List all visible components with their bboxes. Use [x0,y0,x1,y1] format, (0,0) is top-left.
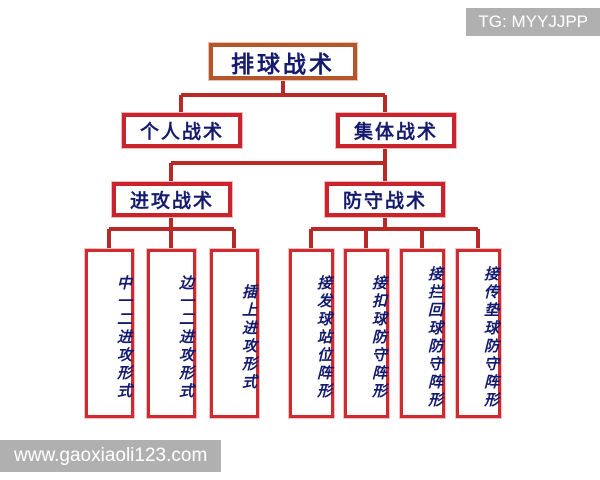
watermark-bottom-left: www.gaoxiaoli123.com [0,440,222,472]
node-attack-tactics[interactable]: 进攻战术 [112,182,232,217]
leaf-side-one-two-attack-label: 边一二进攻形式 [177,274,193,401]
leaf-side-one-two-attack[interactable]: 边一二进攻形式 [147,249,196,418]
node-team-tactics-label: 集体战术 [353,122,438,143]
node-team-tactics[interactable]: 集体战术 [336,113,456,148]
node-root[interactable]: 排球战术 [209,43,357,80]
leaf-set-dig-defense-formation-label: 接传垫球防守阵形 [482,265,498,410]
node-defense-tactics-label: 防守战术 [342,191,427,212]
node-individual-tactics-label: 个人战术 [139,122,224,143]
node-defense-tactics[interactable]: 防守战术 [325,182,445,217]
watermark-top-right-text: TG: MYYJJPP [478,12,588,31]
node-root-label: 排球战术 [231,51,335,77]
leaf-set-dig-defense-formation[interactable]: 接传垫球防守阵形 [456,249,501,418]
leaf-block-rebound-defense-formation-label: 接拦回球防守阵形 [426,265,442,410]
watermark-bottom-left-text: www.gaoxiaoli123.com [14,445,208,466]
leaf-spike-defense-formation[interactable]: 接扣球防守阵形 [344,249,389,418]
leaf-back-row-insert-attack-label: 插上进攻形式 [240,283,256,392]
leaf-back-row-insert-attack[interactable]: 插上进攻形式 [210,249,259,418]
leaf-spike-defense-formation-label: 接扣球防守阵形 [370,274,386,401]
node-individual-tactics[interactable]: 个人战术 [122,113,242,148]
leaf-serve-receive-formation[interactable]: 接发球站位阵形 [289,249,334,418]
leaf-block-rebound-defense-formation[interactable]: 接拦回球防守阵形 [400,249,445,418]
leaf-center-one-two-attack[interactable]: 中一二进攻形式 [85,249,134,418]
watermark-top-right: TG: MYYJJPP [466,8,600,36]
leaf-serve-receive-formation-label: 接发球站位阵形 [315,274,331,401]
node-attack-tactics-label: 进攻战术 [129,191,214,212]
leaf-center-one-two-attack-label: 中一二进攻形式 [115,274,131,401]
